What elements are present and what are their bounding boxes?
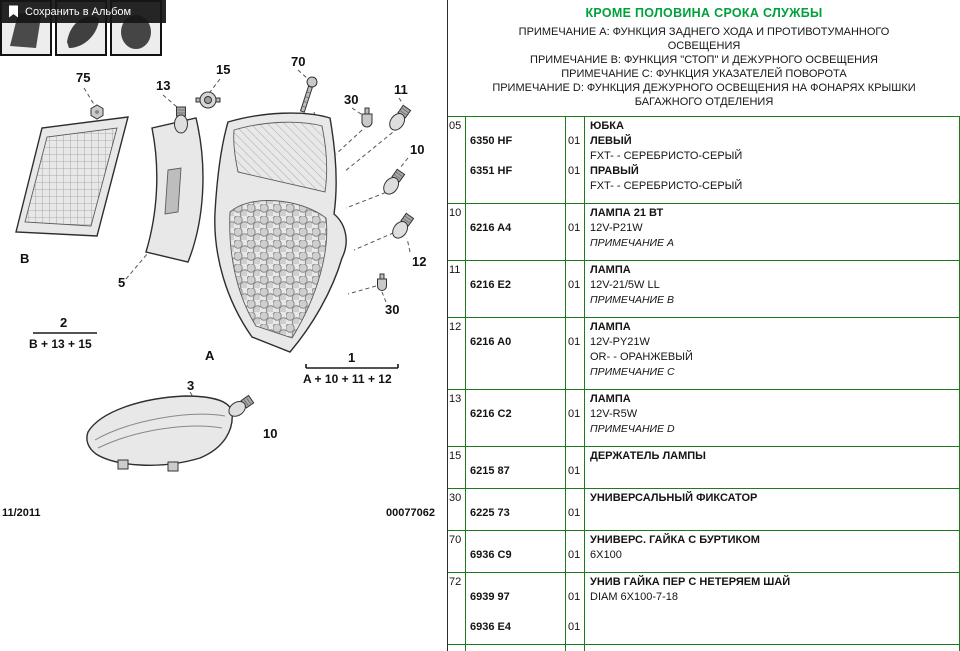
part-bracket-5: [145, 117, 204, 263]
row-desc: ДЕРЖАТЕЛЬ ЛАМПЫ: [584, 447, 960, 488]
label-part-b: B: [20, 251, 29, 266]
row-partnumbers: 6350 HF 6351 HF: [465, 117, 565, 203]
diagram-panel: 75 13 15 70 30 11 10 12 30 10 B 5 A 3 2 …: [0, 0, 447, 651]
row-partnumbers: 6215 87: [465, 447, 565, 488]
table-row-partial: [448, 645, 960, 651]
label-group2: B + 13 + 15: [29, 337, 92, 351]
label-part-3: 3: [187, 378, 194, 393]
row-partnumbers: 6216 A0: [465, 318, 565, 389]
clip-30-top: [361, 107, 373, 128]
bulb-11: [386, 103, 413, 134]
row-partnumbers: 6939 97 6936 E4: [465, 573, 565, 644]
row-ref: 72: [449, 576, 462, 588]
row-qty: 01: [565, 261, 584, 317]
row-partnumbers: 6936 C9: [465, 531, 565, 572]
row-qty: 01: [565, 531, 584, 572]
row-ref: 10: [449, 207, 462, 219]
callout-12: 12: [412, 254, 426, 269]
row-ref: 12: [449, 321, 462, 333]
callout-13: 13: [156, 78, 170, 93]
callout-30-right: 30: [385, 302, 399, 317]
row-qty: 01: [565, 390, 584, 446]
save-to-album-button[interactable]: Сохранить в Альбом: [0, 0, 166, 23]
label-part-5: 5: [118, 275, 125, 290]
callout-30-top: 30: [344, 92, 358, 107]
part-tail-lamp-a: [214, 112, 347, 353]
save-to-album-label: Сохранить в Альбом: [25, 5, 132, 18]
row-desc: [584, 645, 960, 651]
label-part-a: A: [205, 348, 215, 363]
row-qty: 01: [565, 318, 584, 389]
label-group1-num: 1: [348, 350, 355, 365]
label-group1: A + 10 + 11 + 12: [303, 372, 392, 386]
note-line: ПРИМЕЧАНИЕ B: ФУНКЦИЯ "СТОП" И ДЕЖУРНОГО…: [530, 54, 878, 66]
bulb-13: [174, 106, 188, 134]
note-line: ПРИМЕЧАНИЕ A: ФУНКЦИЯ ЗАДНЕГО ХОДА И ПРО…: [518, 26, 890, 52]
callout-10-right: 10: [410, 142, 424, 157]
row-ref: 70: [449, 534, 462, 546]
row-partnumbers: 6225 73: [465, 489, 565, 530]
row-partnumbers: [465, 645, 565, 651]
holder-15: [195, 91, 221, 109]
row-ref: 30: [449, 492, 462, 504]
diagram-doc-number: 00077062: [386, 507, 435, 519]
parts-diagram-svg: 75 13 15 70 30 11 10 12 30 10 B 5 A 3 2 …: [2, 54, 435, 519]
notes: ПРИМЕЧАНИЕ A: ФУНКЦИЯ ЗАДНЕГО ХОДА И ПРО…: [482, 25, 927, 109]
row-qty: [565, 645, 584, 651]
row-qty: 01: [565, 204, 584, 260]
label-group2-num: 2: [60, 315, 67, 330]
page-title: КРОМЕ ПОЛОВИНА СРОКА СЛУЖБЫ: [585, 6, 823, 20]
part-reflector-b: [15, 116, 129, 237]
row-partnumbers: 6216 A4: [465, 204, 565, 260]
part-indicator-3: [86, 395, 233, 472]
note-line: ПРИМЕЧАНИЕ D: ФУНКЦИЯ ДЕЖУРНОГО ОСВЕЩЕНИ…: [492, 82, 916, 108]
nut-75: [90, 104, 104, 120]
note-line: ПРИМЕЧАНИЕ C: ФУНКЦИЯ УКАЗАТЕЛЕЙ ПОВОРОТ…: [561, 68, 847, 80]
row-partnumbers: 6216 E2: [465, 261, 565, 317]
callout-15: 15: [216, 62, 230, 77]
callout-70: 70: [291, 54, 305, 69]
bulb-12: [389, 211, 416, 242]
row-ref: 13: [449, 393, 462, 405]
row-qty: 01 01: [565, 573, 584, 644]
screw-70: [299, 76, 318, 113]
clip-30-right: [377, 273, 387, 291]
parts-table-panel: КРОМЕ ПОЛОВИНА СРОКА СЛУЖБЫ ПРИМЕЧАНИЕ A…: [447, 0, 960, 651]
row-ref: 15: [449, 450, 462, 462]
callout-75: 75: [76, 70, 90, 85]
row-partnumbers: 6216 C2: [465, 390, 565, 446]
row-ref: 11: [449, 264, 461, 276]
callout-10-bottom: 10: [263, 426, 277, 441]
save-to-album-icon: [8, 5, 19, 18]
diagram-date: 11/2011: [2, 507, 41, 519]
row-desc: УНИВЕРСАЛЬНЫЙ ФИКСАТОР: [584, 489, 960, 530]
row-qty: 01: [565, 489, 584, 530]
table-header: КРОМЕ ПОЛОВИНА СРОКА СЛУЖБЫ ПРИМЕЧАНИЕ A…: [448, 0, 960, 117]
row-qty: 01 01: [565, 117, 584, 203]
row-qty: 01: [565, 447, 584, 488]
row-ref: 05: [449, 120, 462, 132]
row-ref: [448, 645, 465, 651]
group1-line: [305, 364, 399, 369]
callout-11: 11: [394, 82, 408, 97]
